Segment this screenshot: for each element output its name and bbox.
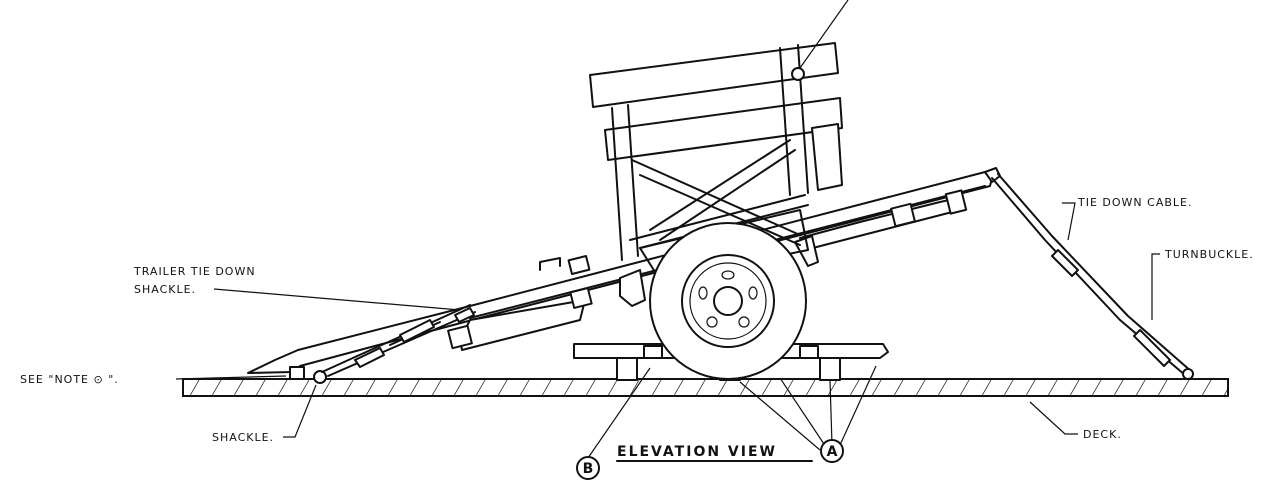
shackle-label: SHACKLE. xyxy=(212,431,274,444)
deck xyxy=(182,378,1229,397)
left-tie-down xyxy=(289,304,476,384)
trailer-tie-down-label: TRAILER TIE DOWN xyxy=(133,265,256,278)
callout-b: B xyxy=(576,456,600,480)
tie-down-cable-label: TIE DOWN CABLE. xyxy=(1077,196,1192,209)
elevation-view-title: ELEVATION VIEW xyxy=(616,444,813,462)
wheel-chock-board xyxy=(573,343,889,381)
right-tie-down-cable xyxy=(991,173,1194,380)
elevation-view-title-text: ELEVATION VIEW xyxy=(617,444,777,460)
trailer-wheel xyxy=(649,222,807,380)
deck-label: DECK. xyxy=(1083,428,1122,441)
callout-a: A xyxy=(820,439,844,463)
callout-b-label: B xyxy=(583,461,594,477)
trailer-frame xyxy=(247,167,1001,374)
callout-a-label: A xyxy=(827,444,838,460)
leader-lines xyxy=(175,202,1160,459)
trailer-tie-down-shackle-label: SHACKLE. xyxy=(134,283,196,296)
turnbuckle-label: TURNBUCKLE. xyxy=(1164,248,1254,261)
see-note-label: SEE "NOTE ⊙ ". xyxy=(20,373,119,386)
cargo-frame xyxy=(589,0,849,281)
